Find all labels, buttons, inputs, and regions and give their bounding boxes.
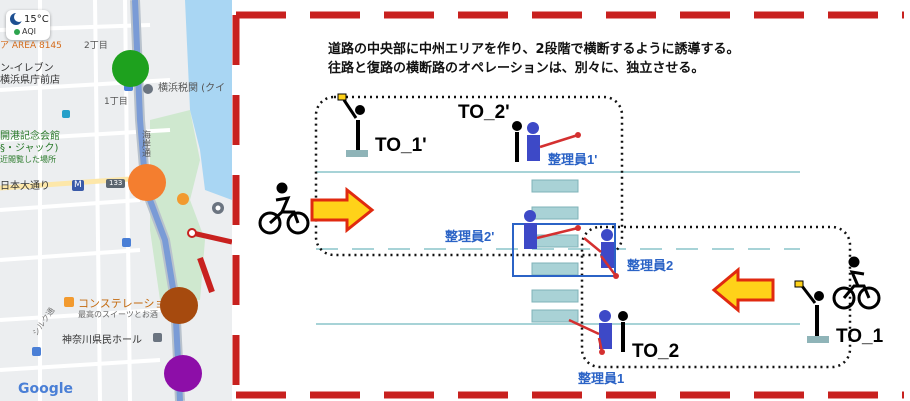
traffic-officer-1-prime-icon [337,93,368,157]
map-label-sweets: 最高のスイーツとお酒 [78,310,158,319]
crossing-diagram: 道路の中央部に中州エリアを作り、2段階で横断するように誘導する。 往路と復路の横… [232,0,910,401]
road-lines [316,171,800,325]
label-staff-1: 整理員1 [578,371,625,386]
orange-marker[interactable] [128,164,166,201]
label-staff-2: 整理員2 [627,258,674,273]
traffic-officer-2-icon [618,311,628,352]
map-label-chome1: 1丁目 [104,97,128,107]
label-staff-2-prime: 整理員2' [445,229,495,244]
map-label-nihon-odori[interactable]: 日本大通り [0,181,50,192]
title-line-1: 道路の中央部に中州エリアを作り、2段階で横断するように誘導する。 [328,42,740,57]
map-label-711[interactable]: ン-イレブン [0,63,54,74]
map-label-kaigan: 海岸通 [140,130,150,157]
weather-widget[interactable]: 15°C AQI [6,10,50,40]
aqi-label: AQI [22,27,36,36]
cyclist-left-icon [258,182,310,235]
label-to-1-prime: TO_1' [375,135,427,156]
metro-station-icon[interactable]: M [72,180,84,191]
crosswalk [531,179,579,323]
temperature-text: 15°C [24,14,49,25]
google-logo: Google [18,381,74,397]
diagram-drawing [232,11,904,399]
map-label-kaiko[interactable]: 開港記念会館 [0,131,60,142]
green-marker[interactable] [112,50,149,87]
label-staff-1-prime: 整理員1' [548,152,598,167]
label-to-2: TO_2 [632,341,680,362]
map-label-constellation[interactable]: コンステレーショ [78,297,166,310]
label-to-2-prime: TO_2' [458,102,510,123]
staff-1-prime-icon [527,122,581,161]
staff-2-prime-icon [524,210,581,249]
map-label-kaiko-jack: §・ジャック) [0,143,59,154]
map-label-recently-viewed: 近閲覧した場所 [0,155,56,164]
staff-2-box [512,223,616,277]
map-label-customs[interactable]: 横浜税関 (クイ [158,83,226,94]
brown-marker[interactable] [160,287,198,324]
map-label-kanagawa-hall[interactable]: 神奈川県民ホール [62,335,142,346]
map-label-chome2: 2丁目 [84,41,108,51]
aqi-dot-icon [14,29,20,35]
traffic-officer-1-icon [794,280,829,343]
route-shield: 133 [106,179,126,188]
moon-icon [10,12,24,25]
arrow-left-icon [711,266,775,314]
title-line-2: 往路と復路の横断路のオペレーションは、別々に、独立させる。 [328,61,705,76]
cyclist-right-icon [832,256,881,310]
map-label-area: ア AREA 8145 [0,41,62,51]
purple-marker[interactable] [164,355,202,392]
map-label-pref-office[interactable]: 横浜県庁前店 [0,75,60,86]
zone-outbound [314,95,624,257]
zone-return [580,225,852,369]
traffic-officer-2-prime-icon [512,121,522,162]
staff-2-icon [583,229,619,279]
label-to-1: TO_1 [836,326,884,347]
staff-1-icon [568,310,612,355]
arrow-right-icon [310,186,375,234]
red-dashed-frame [232,11,904,399]
map-panel[interactable]: 15°C AQI ア AREA 8145 2丁目 ン-イレブン 横浜県庁前店 1… [0,0,232,401]
